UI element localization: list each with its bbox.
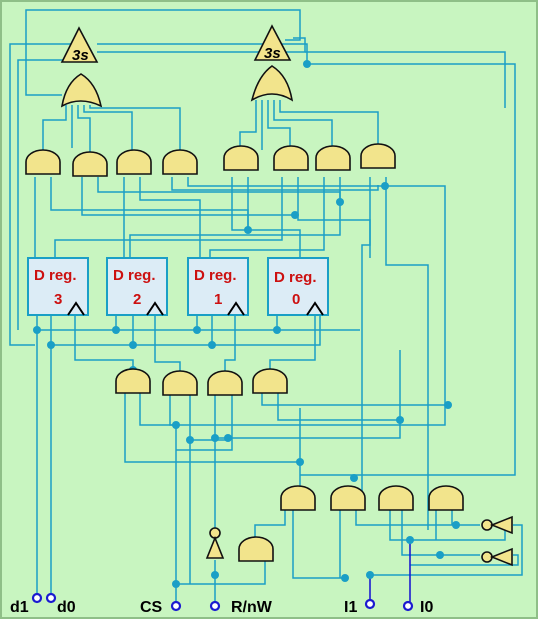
or-gate-left (60, 73, 103, 108)
and-gates-top (25, 143, 396, 177)
and-gate (25, 149, 61, 175)
register-index: 0 (292, 291, 300, 308)
and-gate (315, 145, 351, 171)
and-gates-middle (115, 368, 288, 396)
pin-cs[interactable]: CS (140, 599, 182, 616)
and-gate (252, 368, 288, 394)
register-1: D reg. 1 (187, 257, 249, 316)
tristate-label: 3s (72, 47, 89, 64)
and-gate (378, 485, 414, 511)
and-gate (116, 149, 152, 175)
or-gate-right (250, 65, 294, 102)
tristate-buffer-right: 3s (253, 24, 292, 62)
inverter-i0 (481, 515, 513, 535)
register-index: 2 (133, 291, 141, 308)
pin-i0[interactable]: I0 (402, 599, 433, 616)
and-gate (360, 143, 396, 169)
register-name: D reg. (113, 267, 156, 284)
pin-label: R/nW (231, 599, 273, 616)
pin-label: I1 (344, 599, 357, 616)
pin-label: d1 (10, 599, 29, 616)
and-gate (223, 145, 259, 171)
pin-d0[interactable]: d0 (45, 592, 76, 616)
inverter-i1 (481, 547, 513, 567)
and-gate (330, 485, 366, 511)
register-index: 3 (54, 291, 62, 308)
pin-i1[interactable]: I1 (344, 598, 376, 616)
and-gate (428, 485, 464, 511)
register-2: D reg. 2 (106, 257, 168, 316)
and-gate (238, 536, 274, 562)
and-gate (207, 370, 243, 396)
and-gate (280, 485, 316, 511)
and-gate (72, 151, 108, 177)
and-gate (115, 368, 151, 394)
pin-label: I0 (420, 599, 433, 616)
register-name: D reg. (274, 269, 317, 286)
tristate-buffer-left: 3s (60, 26, 99, 64)
pin-rnw[interactable]: R/nW (209, 599, 273, 616)
and-gate (162, 370, 198, 396)
register-0: D reg. 0 (267, 257, 329, 316)
tristate-label: 3s (264, 45, 281, 62)
register-index: 1 (214, 291, 222, 308)
and-gate (162, 149, 198, 175)
wires (9, 9, 523, 605)
register-name: D reg. (34, 267, 77, 284)
inverter-rnw (205, 527, 225, 559)
pin-d1[interactable]: d1 (10, 592, 43, 616)
register-3: D reg. 3 (27, 257, 89, 316)
register-name: D reg. (194, 267, 237, 284)
pin-label: CS (140, 599, 163, 616)
junctions (33, 60, 460, 588)
and-gate (273, 145, 309, 171)
and-gates-bottom (238, 485, 464, 562)
pin-label: d0 (57, 599, 76, 616)
